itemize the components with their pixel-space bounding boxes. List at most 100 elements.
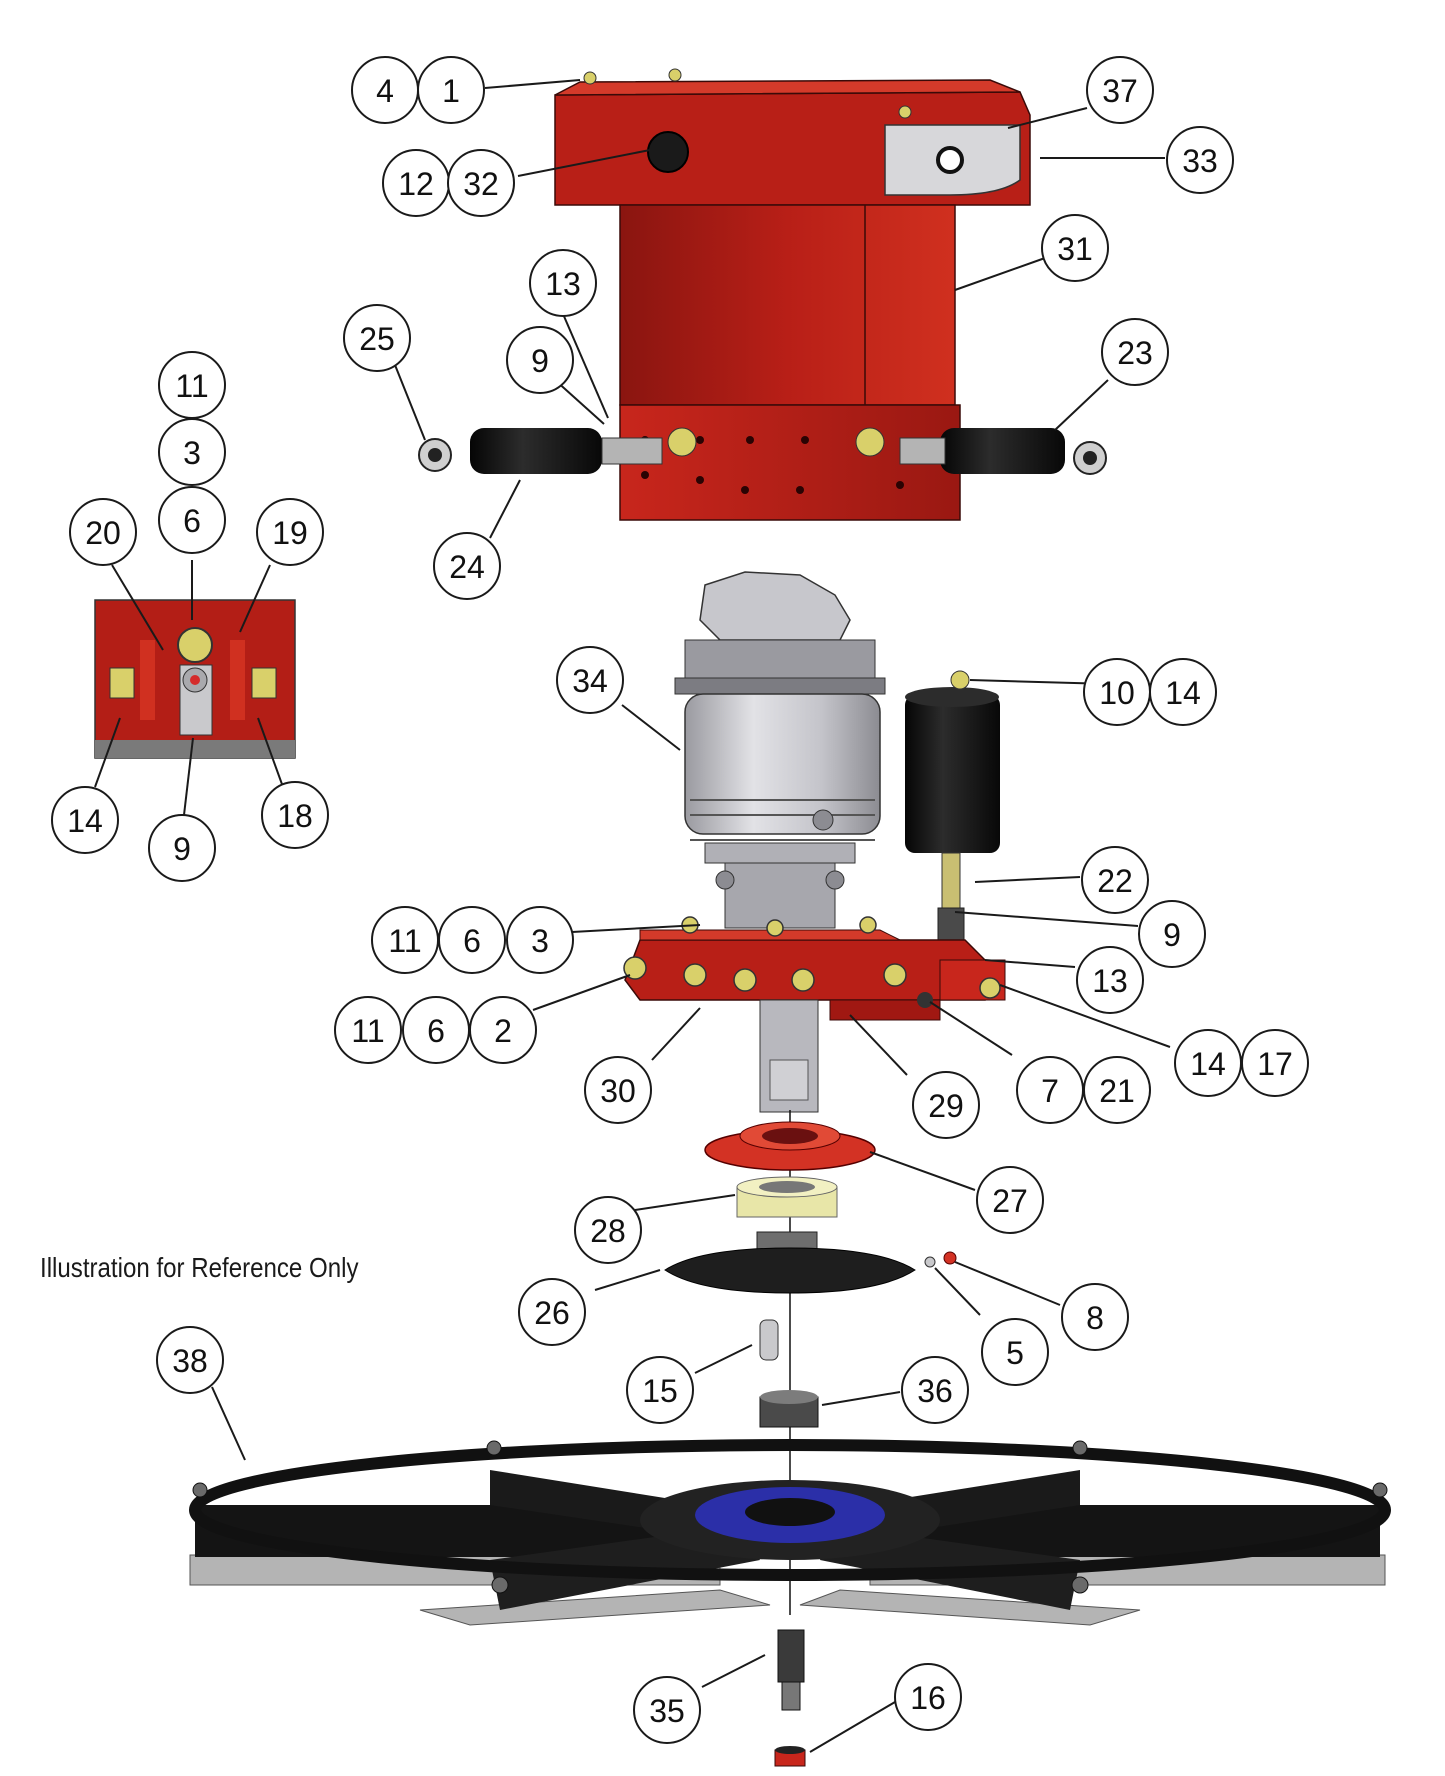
callout-8: 8 [1061,1283,1129,1351]
callout-number: 24 [449,549,485,585]
callout-21: 21 [1083,1056,1151,1124]
callout-14: 14 [1174,1029,1242,1097]
callout-number: 38 [172,1343,208,1379]
callout-23: 23 [1101,318,1169,386]
callout-number: 13 [1092,963,1128,999]
callout-circle [1166,126,1234,194]
callout-circle [158,351,226,419]
callout-circle [371,906,439,974]
callout-circle [351,56,419,124]
callout-9: 9 [1138,900,1206,968]
callout-circle [626,1356,694,1424]
callout-number: 25 [359,321,395,357]
callout-15: 15 [626,1356,694,1424]
callout-number: 13 [545,266,581,302]
callout-number: 3 [531,923,549,959]
callout-circle [256,498,324,566]
callout-number: 19 [272,515,308,551]
callout-number: 26 [534,1295,570,1331]
callout-17: 17 [1241,1029,1309,1097]
callout-34: 34 [556,646,624,714]
callout-circle [1149,658,1217,726]
callout-27: 27 [976,1166,1044,1234]
callout-number: 6 [463,923,481,959]
callout-circle [633,1676,701,1744]
callout-11: 11 [334,996,402,1064]
callout-number: 36 [917,1373,953,1409]
callout-28: 28 [574,1196,642,1264]
callout-circle [1061,1283,1129,1351]
callout-circle [981,1318,1049,1386]
callout-number: 9 [1163,917,1181,953]
callout-31: 31 [1041,214,1109,282]
callout-number: 31 [1057,231,1093,267]
callout-19: 19 [256,498,324,566]
callout-circle [69,498,137,566]
collar-36 [759,1390,819,1428]
callout-number: 6 [183,503,201,539]
callout-18: 18 [261,781,329,849]
bolt-35 [777,1629,805,1711]
callout-30: 30 [584,1056,652,1124]
callout-circle [894,1663,962,1731]
output-shaft [759,999,819,1113]
callout-number: 7 [1041,1073,1059,1109]
callout-number: 33 [1182,143,1218,179]
callout-36: 36 [901,1356,969,1424]
callout-number: 21 [1099,1073,1135,1109]
callout-9: 9 [506,326,574,394]
damper-unit [905,670,1000,957]
callout-number: 9 [173,831,191,867]
callout-circle [912,1071,980,1139]
callout-3: 3 [158,418,226,486]
mounting-plate [623,916,1006,1021]
callout-circle [261,781,329,849]
callout-circle [1086,56,1154,124]
callout-number: 14 [1165,675,1201,711]
blade-assembly [189,1439,1391,1626]
callout-circle [518,1278,586,1346]
callout-11: 11 [158,351,226,419]
callout-number: 4 [376,73,394,109]
callout-number: 23 [1117,335,1153,371]
callout-5: 5 [981,1318,1049,1386]
callout-number: 14 [1190,1046,1226,1082]
callout-12: 12 [382,149,450,217]
callout-33: 33 [1166,126,1234,194]
callout-circle [901,1356,969,1424]
callout-14: 14 [1149,658,1217,726]
callout-1: 1 [417,56,485,124]
hub-26 [664,1231,957,1294]
callout-35: 35 [633,1676,701,1744]
callout-circle [1241,1029,1309,1097]
callout-circle [1101,318,1169,386]
reference-note: Illustration for Reference Only [40,1252,359,1283]
callout-9: 9 [148,814,216,882]
callout-circle [334,996,402,1064]
callout-number: 34 [572,663,608,699]
leader-lines [94,79,1171,1753]
callout-number: 37 [1102,73,1138,109]
callout-number: 5 [1006,1335,1024,1371]
callout-2: 2 [469,996,537,1064]
callout-6: 6 [158,486,226,554]
callout-number: 35 [649,1693,685,1729]
callout-number: 18 [277,798,313,834]
callout-25: 25 [343,304,411,372]
callout-circle [433,532,501,600]
callout-circle [158,486,226,554]
seal-27 [704,1121,876,1171]
callout-13: 13 [1076,946,1144,1014]
callout-labels: 1233456667899910111111121313141414151617… [51,56,1309,1744]
callout-number: 28 [590,1213,626,1249]
callout-circle [343,304,411,372]
cap-16 [774,1746,806,1767]
callout-number: 20 [85,515,121,551]
callout-circle [506,326,574,394]
callout-circle [584,1056,652,1124]
callout-circle [51,786,119,854]
callout-circle [1138,900,1206,968]
gearbox-assembly [674,571,886,929]
callout-10: 10 [1083,658,1151,726]
callout-3: 3 [506,906,574,974]
